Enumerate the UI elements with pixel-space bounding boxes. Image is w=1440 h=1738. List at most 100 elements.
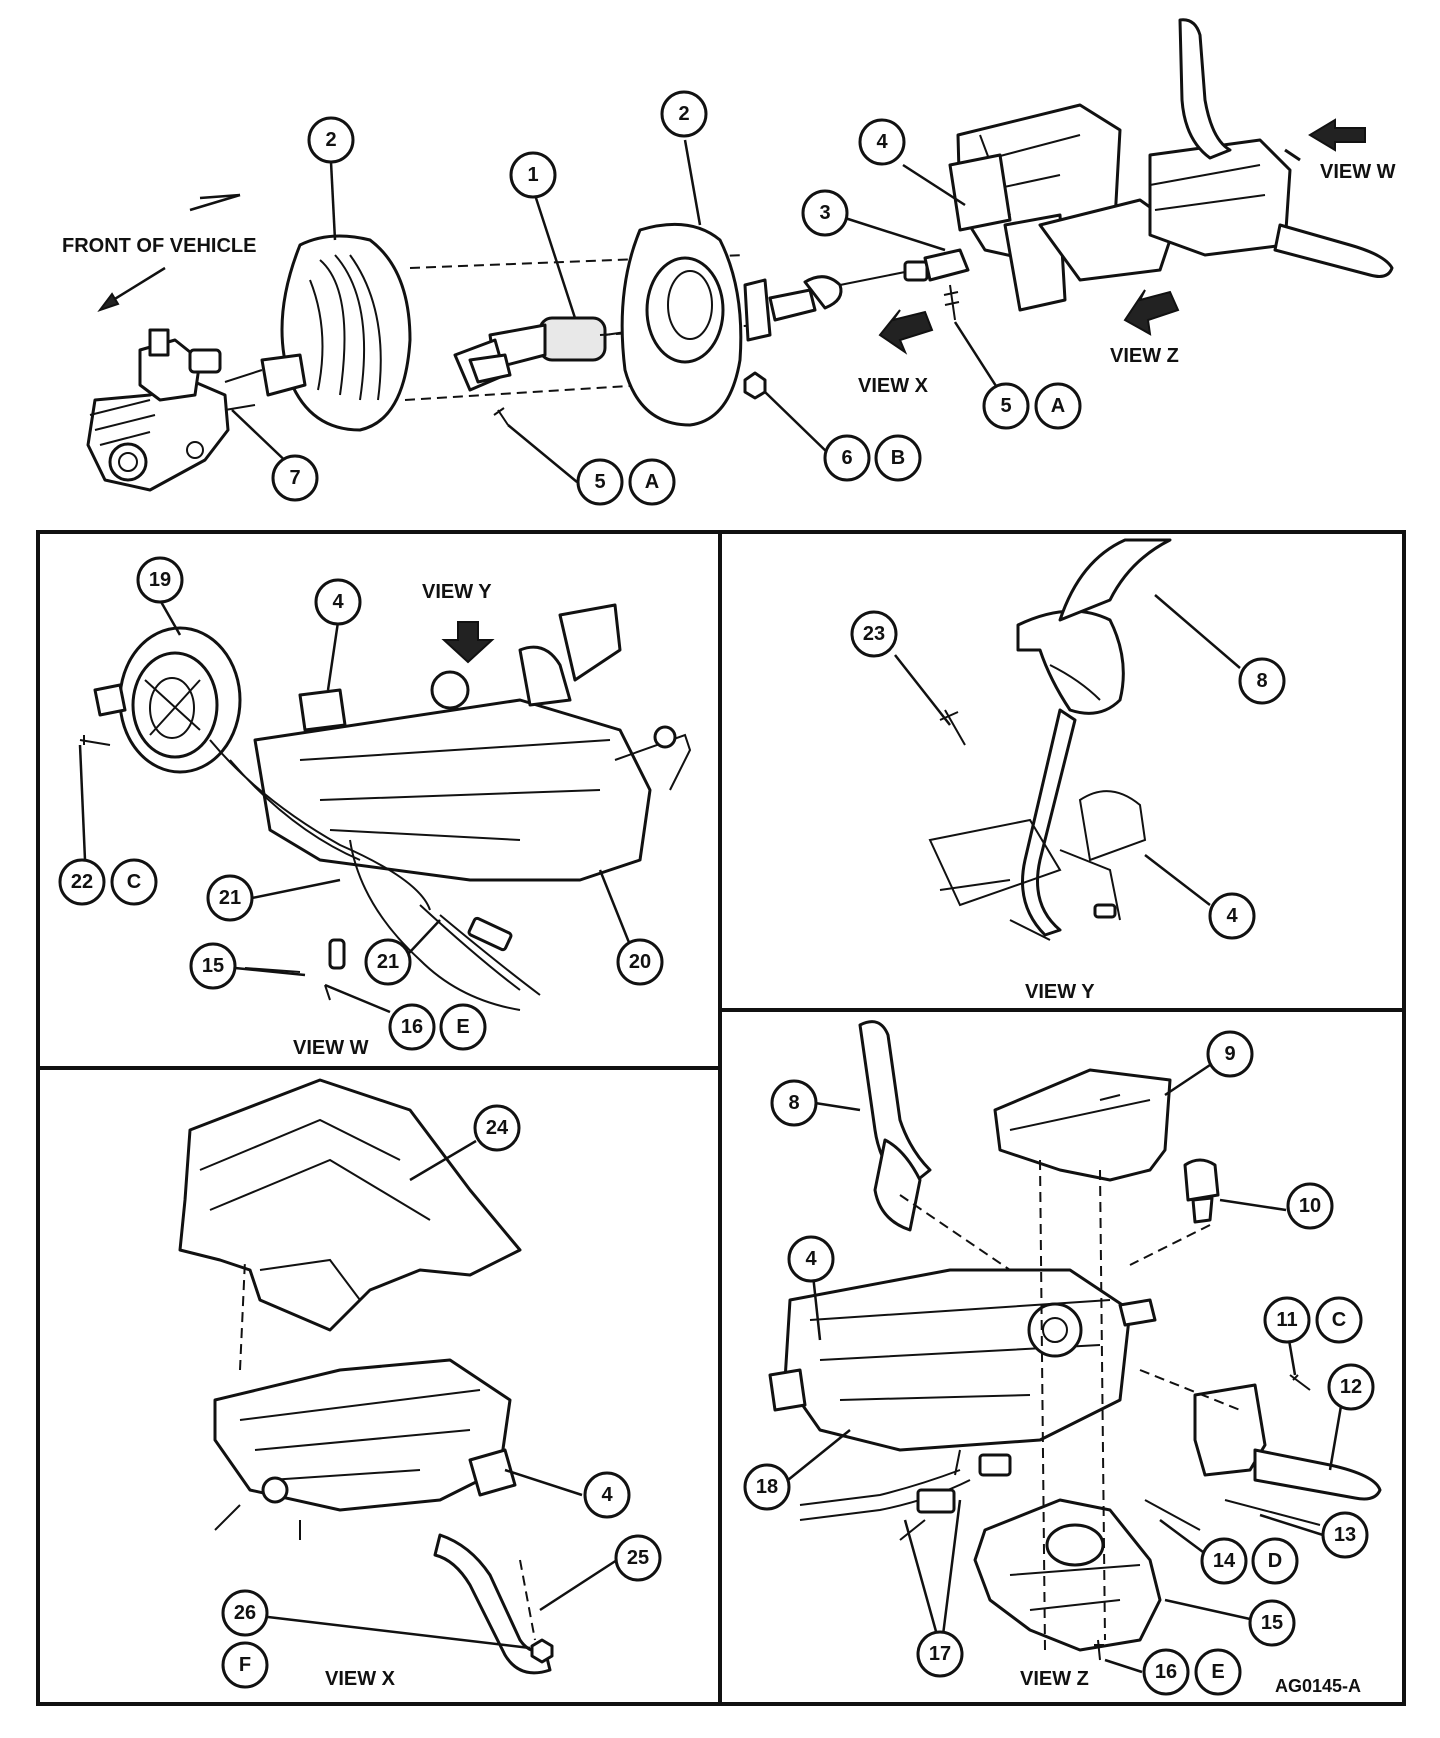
callout-24: 24 xyxy=(473,1104,521,1152)
view-z-drawing xyxy=(768,1020,1382,1652)
callout-14: 14 xyxy=(1200,1537,1248,1585)
svg-text:4: 4 xyxy=(805,1248,817,1270)
view-w-arrow-label: VIEW W xyxy=(1320,161,1396,183)
front-hint-line xyxy=(199,193,241,200)
view-w-panel: VIEW Y xyxy=(58,556,692,1059)
svg-text:C: C xyxy=(1332,1309,1346,1331)
callout-22: 22 xyxy=(58,858,106,906)
callout-10: 10 xyxy=(1286,1182,1334,1230)
boot-seal-left xyxy=(224,234,412,432)
svg-text:15: 15 xyxy=(202,955,224,977)
screw-14 xyxy=(1144,1499,1201,1531)
callout-9: 9 xyxy=(1206,1030,1254,1078)
leader-1 xyxy=(533,194,577,319)
callout-11: 11 xyxy=(1263,1296,1311,1344)
svg-text:8: 8 xyxy=(1256,670,1267,692)
leader-10 xyxy=(1219,1198,1287,1212)
leader-6 xyxy=(764,391,831,456)
callout-C-w: C xyxy=(110,858,158,906)
callout-26: 26 xyxy=(221,1589,269,1637)
callout-F: F xyxy=(221,1641,269,1689)
svg-text:25: 25 xyxy=(627,1547,649,1569)
view-y-arrow xyxy=(441,621,495,664)
intermediate-shaft xyxy=(453,316,641,392)
top-exploded-view: FRONT OF VEHICLE xyxy=(62,18,1396,506)
svg-text:A: A xyxy=(1051,395,1065,417)
callout-A-column: A xyxy=(1034,382,1082,430)
leader-2-left xyxy=(329,161,337,241)
callout-17: 17 xyxy=(916,1630,964,1678)
callout-7: 7 xyxy=(271,454,319,502)
leader-18 xyxy=(787,1429,851,1481)
svg-text:E: E xyxy=(456,1016,469,1038)
svg-text:2: 2 xyxy=(325,129,336,151)
shaft-coupler xyxy=(768,248,970,322)
leader-19 xyxy=(158,599,182,636)
view-w-panel-label: VIEW W xyxy=(293,1037,369,1059)
steering-gear-drawing xyxy=(86,328,256,492)
nut-26 xyxy=(530,1638,554,1664)
callout-4-z: 4 xyxy=(787,1235,835,1283)
svg-text:23: 23 xyxy=(863,623,885,645)
front-hint-line-2 xyxy=(189,193,241,212)
callout-16-w: 16 xyxy=(388,1003,436,1051)
leader-4-y xyxy=(1144,854,1211,906)
callout-6: 6 xyxy=(823,434,871,482)
svg-text:6: 6 xyxy=(841,447,852,469)
svg-text:21: 21 xyxy=(219,887,241,909)
callout-5-shaft: 5 xyxy=(576,458,624,506)
callout-1: 1 xyxy=(509,151,557,199)
svg-text:2: 2 xyxy=(678,103,689,125)
svg-text:A: A xyxy=(645,471,659,493)
screw-5-column xyxy=(943,284,960,321)
svg-text:18: 18 xyxy=(756,1476,778,1498)
leader-14 xyxy=(1159,1518,1208,1557)
leader-24 xyxy=(409,1139,477,1182)
svg-text:24: 24 xyxy=(486,1117,509,1139)
callout-4-w: 4 xyxy=(314,578,362,626)
view-y-drawing xyxy=(928,538,1172,941)
svg-text:19: 19 xyxy=(149,569,171,591)
panel-frames xyxy=(36,530,1406,1706)
clockspring-drawing xyxy=(93,626,242,774)
callout-4-x: 4 xyxy=(583,1471,631,1519)
callout-18: 18 xyxy=(743,1463,791,1511)
column-body-w xyxy=(209,603,692,1011)
callout-5-column: 5 xyxy=(982,382,1030,430)
view-x-panel: 24 4 25 26 F VIEW X xyxy=(178,1078,662,1690)
view-w-arrow xyxy=(1308,118,1366,152)
svg-text:16: 16 xyxy=(401,1016,423,1038)
svg-text:22: 22 xyxy=(71,871,93,893)
callout-4-y: 4 xyxy=(1208,892,1256,940)
callout-2-left: 2 xyxy=(307,116,355,164)
leader-20 xyxy=(598,869,632,946)
screw-11 xyxy=(1289,1374,1311,1391)
callout-B: B xyxy=(874,434,922,482)
callout-19: 19 xyxy=(136,556,184,604)
leader-15-w xyxy=(234,966,306,977)
view-z-panel-label: VIEW Z xyxy=(1020,1668,1089,1690)
screw-5-shaft xyxy=(493,407,509,426)
leader-13 xyxy=(1259,1513,1324,1537)
leader-3 xyxy=(844,216,946,252)
callout-15-z: 15 xyxy=(1248,1599,1296,1647)
screw-16-w xyxy=(324,984,331,1001)
view-x-drawing xyxy=(178,1078,552,1675)
leader-8-y xyxy=(1154,594,1241,669)
view-y-panel: 23 8 4 VIEW Y xyxy=(850,538,1286,1003)
svg-text:13: 13 xyxy=(1334,1524,1356,1546)
view-x-panel-label: VIEW X xyxy=(325,1668,396,1690)
svg-text:5: 5 xyxy=(1000,395,1011,417)
svg-text:14: 14 xyxy=(1213,1550,1236,1572)
figure-id: AG0145-A xyxy=(1275,1676,1361,1696)
callout-2-right: 2 xyxy=(660,90,708,138)
callout-C-z: C xyxy=(1315,1296,1363,1344)
leader-8-z xyxy=(814,1101,861,1112)
leader-17 xyxy=(903,1499,962,1636)
svg-text:20: 20 xyxy=(629,951,651,973)
view-x-arrow xyxy=(878,309,934,355)
leader-23 xyxy=(894,654,951,726)
screw-16-z xyxy=(1094,1639,1104,1661)
callout-21-a: 21 xyxy=(206,874,254,922)
